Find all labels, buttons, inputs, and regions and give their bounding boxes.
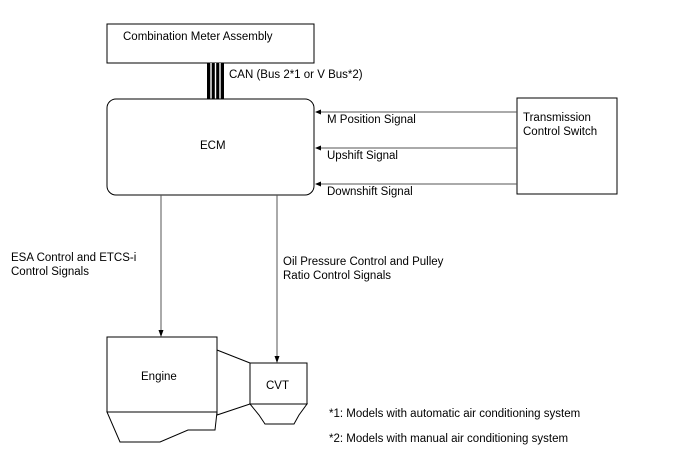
m-position-signal-arrow — [315, 109, 517, 115]
can-bus-label: CAN (Bus 2*1 or V Bus*2) — [229, 69, 363, 81]
downshift-signal-label: Downshift Signal — [327, 186, 413, 198]
oil-pressure-control-arrow — [274, 195, 280, 363]
cvt-shape — [248, 362, 308, 425]
tcs-label-line1: Transmission — [523, 112, 591, 124]
cvt-label: CVT — [266, 380, 289, 392]
esa-label-line1: ESA Control and ETCS-i — [11, 252, 136, 264]
esa-label-line2: Control Signals — [11, 266, 89, 278]
transmission-control-switch-box — [516, 97, 618, 195]
oil-label-line2: Ratio Control Signals — [283, 270, 391, 282]
footnote-1: *1: Models with automatic air conditioni… — [329, 408, 580, 420]
combination-meter-label: Combination Meter Assembly — [123, 31, 273, 43]
ecm-label: ECM — [200, 140, 226, 152]
downshift-signal-arrow — [315, 181, 517, 187]
arrowhead-icon — [315, 109, 321, 115]
ecm-box — [106, 98, 315, 196]
tcs-label-line2: Control Switch — [523, 126, 597, 138]
upshift-signal-label: Upshift Signal — [327, 150, 398, 162]
oil-label-line1: Oil Pressure Control and Pulley — [283, 256, 444, 268]
footnote-2: *2: Models with manual air conditioning … — [329, 433, 568, 445]
combination-meter-box — [106, 23, 315, 64]
m-position-signal-label: M Position Signal — [327, 114, 416, 126]
arrowhead-icon — [158, 330, 164, 337]
engine-label: Engine — [141, 371, 177, 383]
arrowhead-icon — [274, 356, 280, 363]
engine-cvt-connector — [216, 349, 251, 416]
esa-control-arrow — [158, 195, 164, 337]
arrowhead-icon — [315, 145, 321, 151]
can-bus-lines — [207, 63, 224, 99]
arrowhead-icon — [315, 181, 321, 187]
upshift-signal-arrow — [315, 145, 517, 151]
engine-shape — [106, 336, 218, 443]
